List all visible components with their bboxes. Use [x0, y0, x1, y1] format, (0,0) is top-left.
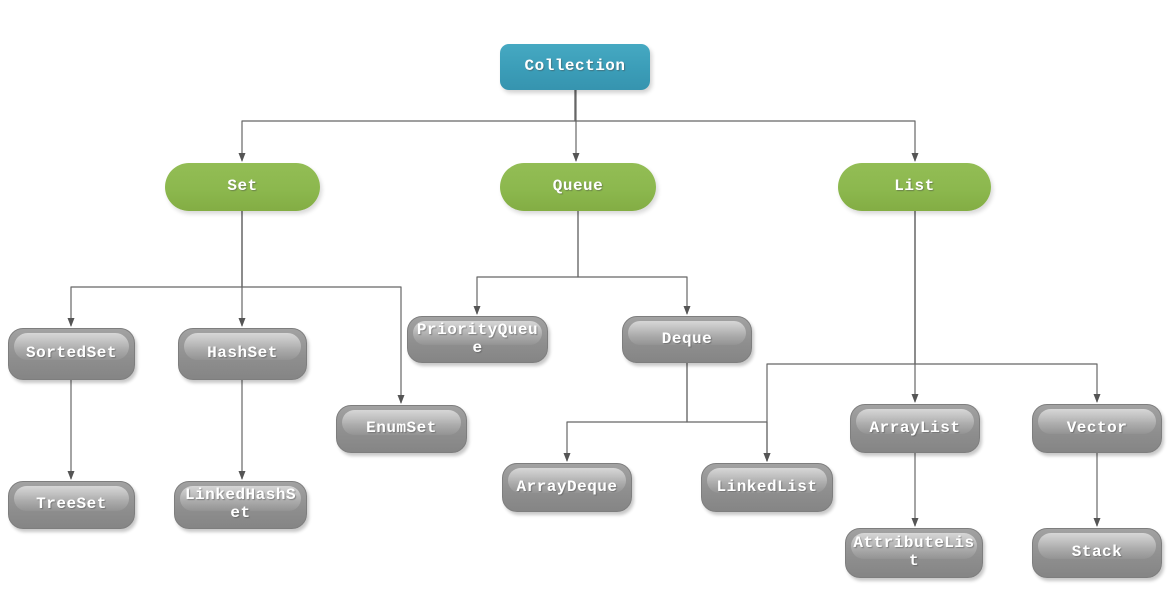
node-label: Queue — [552, 177, 604, 196]
node-label: ArrayList — [869, 418, 961, 437]
node-arraydeque[interactable]: ArrayDeque — [502, 463, 632, 512]
node-linkedlist[interactable]: LinkedList — [701, 463, 833, 512]
node-priorityqueue[interactable]: PriorityQueue — [407, 316, 548, 363]
node-sortedset[interactable]: SortedSet — [8, 328, 135, 380]
node-treeset[interactable]: TreeSet — [8, 481, 135, 529]
node-label: ArrayDeque — [516, 477, 618, 496]
edge-set-enumset — [241, 211, 405, 404]
node-list[interactable]: List — [838, 163, 991, 211]
node-deque[interactable]: Deque — [622, 316, 752, 363]
node-label: Deque — [661, 329, 713, 348]
node-label: LinkedHashSet — [184, 486, 297, 522]
node-arraylist[interactable]: ArrayList — [850, 404, 980, 453]
node-label: AttributeList — [853, 534, 975, 570]
node-label: SortedSet — [26, 344, 117, 363]
node-label: PriorityQueue — [416, 320, 539, 357]
node-vector[interactable]: Vector — [1032, 404, 1162, 453]
node-attributelist[interactable]: AttributeList — [845, 528, 983, 578]
node-stack[interactable]: Stack — [1032, 528, 1162, 578]
node-label: Collection — [524, 57, 626, 76]
node-label: Vector — [1066, 418, 1128, 437]
node-label: List — [894, 177, 935, 196]
node-collection[interactable]: Collection — [500, 44, 650, 90]
node-enumset[interactable]: EnumSet — [336, 405, 467, 453]
edge-queue-deque — [577, 211, 691, 315]
node-queue[interactable]: Queue — [500, 163, 656, 211]
edge-collection-list — [574, 90, 919, 162]
node-label: Set — [227, 177, 258, 196]
node-label: TreeSet — [36, 495, 107, 514]
node-label: HashSet — [207, 344, 278, 363]
node-set[interactable]: Set — [165, 163, 320, 211]
node-linkedhashset[interactable]: LinkedHashSet — [174, 481, 307, 529]
edge-list-linkedlist — [763, 211, 916, 462]
node-hashset[interactable]: HashSet — [178, 328, 307, 380]
node-label: Stack — [1071, 543, 1123, 562]
node-label: EnumSet — [366, 419, 437, 438]
node-label: LinkedList — [716, 477, 818, 496]
